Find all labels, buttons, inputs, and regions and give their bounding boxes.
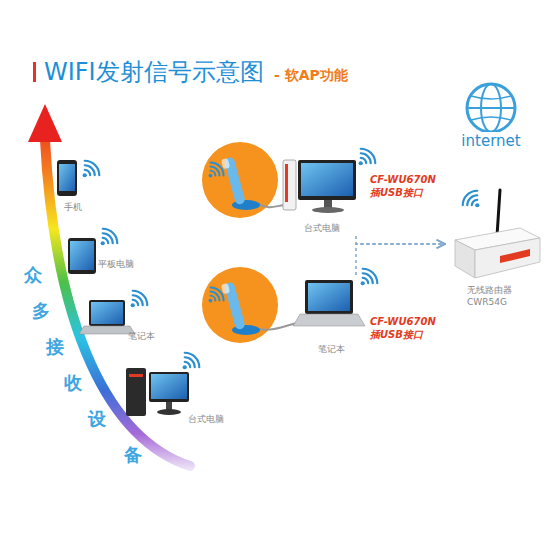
desktop-icon (283, 149, 375, 213)
device-label: 平板电脑 (98, 258, 134, 270)
device-label: 台式电脑 (188, 413, 224, 425)
device-label: 笔记本 (318, 343, 345, 355)
model-name: CF-WU670N 插USB接口 (370, 315, 442, 341)
dashed-connector (356, 244, 445, 275)
router-node: 无线路由器 CWR54G (445, 180, 545, 312)
router-icon (455, 190, 540, 278)
device-node: 手机 (54, 156, 106, 216)
dashed-connector (356, 236, 445, 244)
device-label: 台式电脑 (304, 222, 340, 234)
device-node: 笔记本 (84, 296, 168, 344)
globe-icon (467, 84, 515, 132)
title-bar (33, 62, 36, 82)
device-label: 手机 (64, 201, 82, 213)
device-node: 平板电脑 (66, 234, 136, 274)
device-node: 台式电脑 (122, 360, 234, 427)
diagram-title: WIFI发射信号示意图 (44, 57, 264, 87)
vertical-label: 众多接收设备 (24, 257, 42, 473)
node-label: internet (455, 132, 527, 150)
rainbow-arrow (28, 104, 190, 466)
laptop-icon (79, 291, 147, 334)
device-label: 无线路由器 CWR54G (467, 284, 527, 308)
subtitle: - 软AP功能 (274, 66, 348, 84)
model-name: CF-WU670N 插USB接口 (370, 173, 442, 199)
phone-icon (57, 160, 99, 196)
internet-node: internet (455, 78, 529, 152)
desktop-icon (126, 353, 199, 416)
host-node: CF-WU670N 插USB接口台式电脑 (278, 155, 444, 236)
device-label: 笔记本 (128, 330, 155, 342)
usb-adapter-illustration (202, 267, 300, 343)
usb-adapter-illustration (202, 142, 284, 218)
host-node: CF-WU670N 插USB接口笔记本 (278, 275, 444, 357)
laptop-icon (293, 269, 377, 326)
